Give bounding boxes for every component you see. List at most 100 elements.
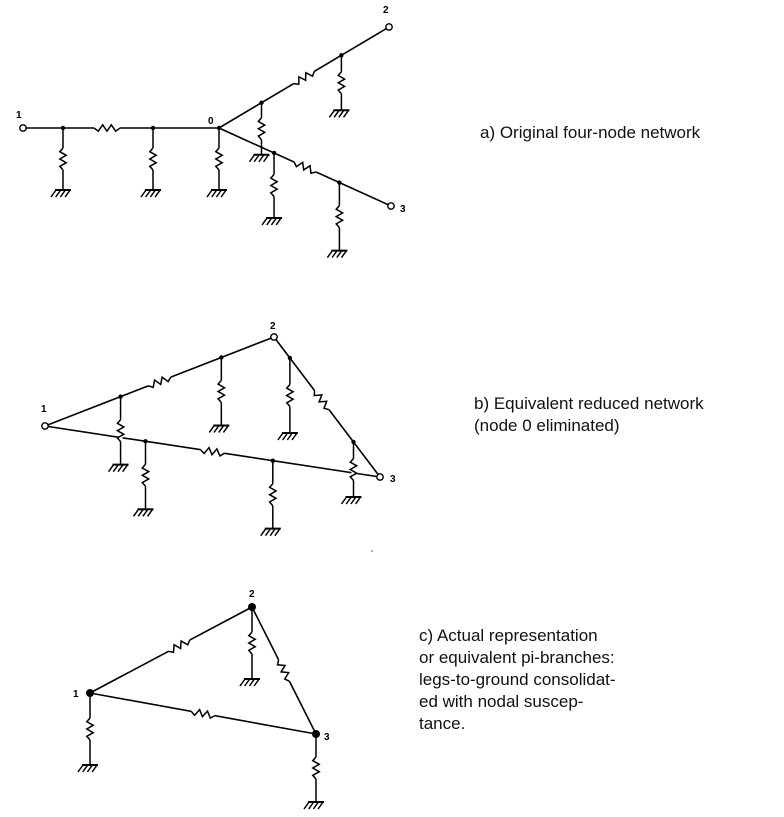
node-label-a-1: 1 xyxy=(16,110,22,121)
node-labels: 1 0 2 3 1 2 3 1 2 3 xyxy=(16,5,406,743)
ground-hatch xyxy=(222,425,230,433)
ground-hatch xyxy=(286,432,293,441)
resistor-icon xyxy=(200,446,225,457)
ground-hatch xyxy=(77,764,84,773)
ground-hatch xyxy=(248,678,256,687)
node-open-icon xyxy=(41,422,49,430)
ground-hatch xyxy=(146,508,154,517)
caption-line: tance. xyxy=(419,714,466,733)
ground-hatch xyxy=(345,496,352,505)
stray-dot xyxy=(371,550,373,552)
node-label-c-3: 3 xyxy=(324,732,330,743)
resistor-icon xyxy=(336,71,347,95)
resistor-backing xyxy=(190,709,216,718)
ground-hatch xyxy=(253,154,260,163)
node-solid-icon xyxy=(312,730,320,738)
caption-panel-c: c) Actual representation or equivalent p… xyxy=(419,625,616,735)
resistor-icon xyxy=(93,123,121,133)
caption-line: ed with nodal suscep- xyxy=(419,692,584,711)
resistor-backing xyxy=(293,160,317,174)
ground-hatch xyxy=(336,250,343,259)
ground-hatch xyxy=(50,189,57,198)
junction-dot xyxy=(351,439,356,445)
resistor-icon xyxy=(247,631,257,655)
junction-dot xyxy=(259,100,264,105)
junction-dot xyxy=(118,394,123,399)
resistor-icon xyxy=(276,659,290,682)
ground-hatch xyxy=(340,250,348,259)
ground-hatch xyxy=(64,189,71,198)
ground-hatch xyxy=(281,432,289,441)
resistor-backing xyxy=(312,389,331,411)
node-open-icon xyxy=(387,202,395,210)
ground-hatch xyxy=(218,425,225,433)
ground-hatch xyxy=(112,464,119,473)
junction-dot xyxy=(287,355,293,361)
ground-hatch xyxy=(244,678,251,687)
caption-line: legs-to-ground consolidat- xyxy=(419,670,616,689)
ground-hatch xyxy=(117,464,124,473)
ground-hatch xyxy=(275,217,282,226)
caption-line: b) Equivalent reduced network xyxy=(474,394,704,413)
node-open-icon xyxy=(19,124,27,132)
ground-hatch xyxy=(122,464,129,473)
resistor-icon xyxy=(348,458,359,481)
node-solid-icon xyxy=(248,603,256,611)
junction-dot xyxy=(216,125,222,131)
branch-lines xyxy=(23,26,392,735)
ground-hatch xyxy=(333,109,340,118)
ground-hatch xyxy=(350,496,357,505)
ground-hatch xyxy=(291,432,298,441)
ground-hatch xyxy=(326,250,334,259)
ground-hatch xyxy=(328,109,336,118)
caption-line: (node 0 eliminated) xyxy=(474,416,620,435)
ground-hatch xyxy=(154,189,161,198)
junction-dot xyxy=(143,439,148,444)
node-open-icon xyxy=(376,473,384,481)
resistor-icon xyxy=(285,384,295,407)
ground-hatch xyxy=(331,250,338,259)
resistor-icon xyxy=(115,419,126,443)
junction-dot xyxy=(219,355,224,360)
ground-hatch xyxy=(107,464,115,473)
resistor-icon xyxy=(85,717,95,741)
resistor-icon xyxy=(190,708,216,720)
ground-hatch xyxy=(340,496,348,505)
ground-hatch xyxy=(303,801,310,810)
ground-hatch xyxy=(86,764,94,773)
ground-hatch xyxy=(262,154,270,163)
resistor-icon xyxy=(140,463,151,487)
ground-hatch xyxy=(82,764,89,773)
ground-hatch xyxy=(211,189,218,198)
node-open-icon xyxy=(270,333,278,341)
ground-hatch xyxy=(342,109,350,118)
resistor-backing xyxy=(292,69,316,86)
resistor-backing xyxy=(276,658,292,683)
ground-hatch xyxy=(248,154,256,163)
caption-line: a) Original four-node network xyxy=(480,123,701,142)
ground-hatch xyxy=(55,189,62,198)
junction-dot xyxy=(270,458,275,463)
circuit-elements xyxy=(50,55,362,810)
node-label-a-0: 0 xyxy=(208,116,214,127)
ground-hatch xyxy=(354,496,362,505)
resistor-icon xyxy=(268,483,278,507)
resistor-backing xyxy=(200,447,225,456)
ground-hatch xyxy=(145,189,152,198)
resistor-icon xyxy=(256,117,267,141)
resistor-icon xyxy=(148,375,172,389)
resistor-icon xyxy=(269,174,279,197)
ground-hatch xyxy=(308,801,315,810)
ground-hatch xyxy=(239,678,246,687)
ground-hatch xyxy=(264,528,272,537)
ground-hatch xyxy=(317,801,324,810)
ground-hatch xyxy=(59,189,67,198)
node-solid-icon xyxy=(86,689,94,697)
resistor-icon xyxy=(313,390,330,411)
ground-hatch xyxy=(213,425,220,433)
ground-hatch xyxy=(338,109,345,118)
ground-hatch xyxy=(91,764,98,773)
ground-hatch xyxy=(253,678,260,687)
caption-line: or equivalent pi-branches: xyxy=(419,648,615,667)
resistor-icon xyxy=(214,147,224,171)
